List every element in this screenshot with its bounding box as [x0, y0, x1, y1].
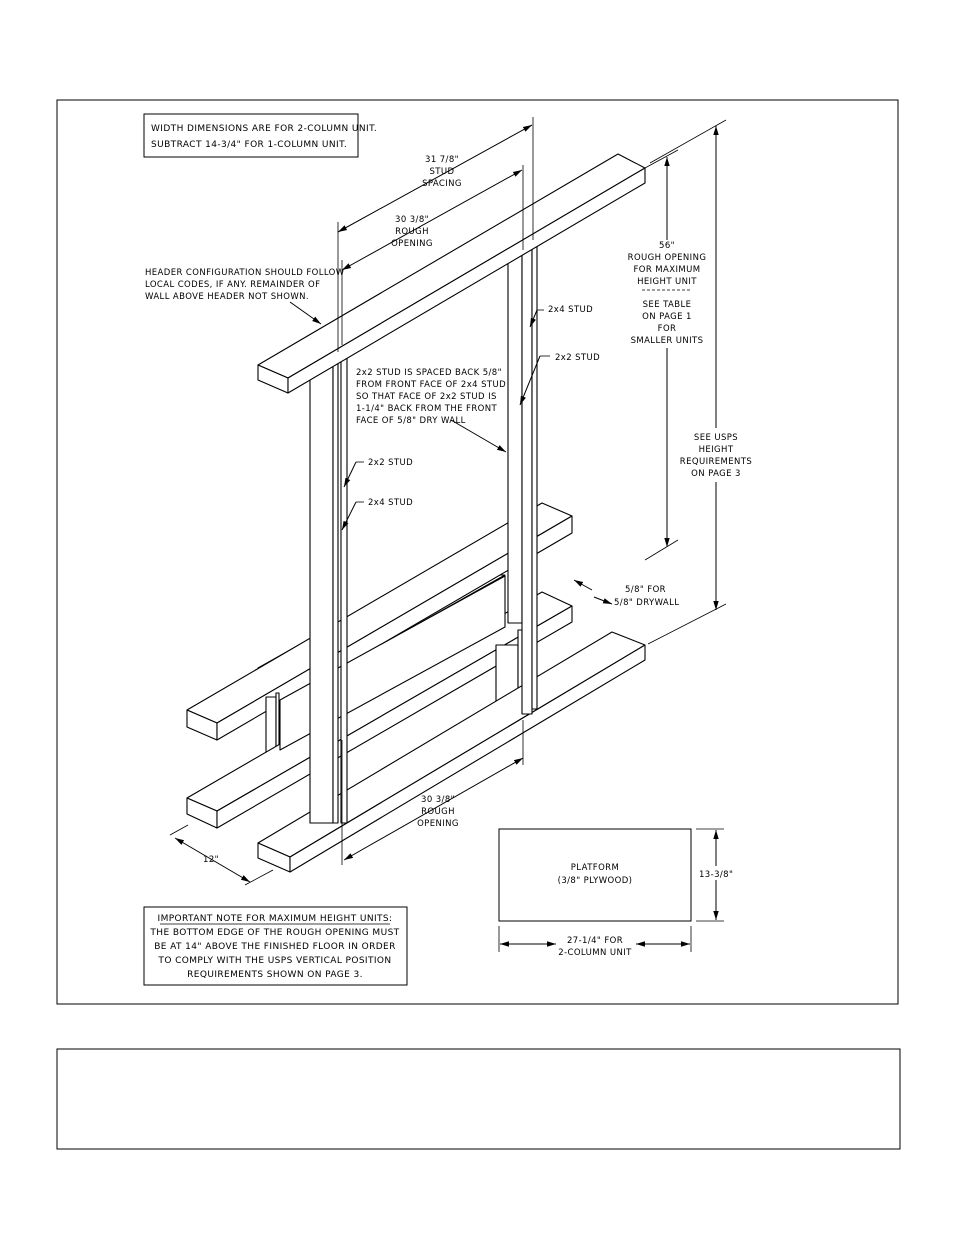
width-note-line-1: WIDTH DIMENSIONS ARE FOR 2-COLUMN UNIT. — [151, 124, 377, 134]
dim-drywall-2: 5/8" DRYWALL — [614, 598, 679, 608]
see-table-2: ON PAGE 1 — [642, 312, 692, 322]
stud-note-line-2: FROM FRONT FACE OF 2x4 STUD — [356, 380, 506, 390]
dim-rough-top-3: OPENING — [391, 239, 433, 249]
dim-stud-spacing-1: 31 7/8" — [425, 155, 459, 165]
important-note-line-3: BE AT 14" ABOVE THE FINISHED FLOOR IN OR… — [154, 942, 396, 952]
important-note-line-5: REQUIREMENTS SHOWN ON PAGE 3. — [187, 970, 363, 980]
important-note-box — [143, 906, 408, 986]
platform-label-2: (3/8" PLYWOOD) — [558, 876, 633, 886]
right-2x2-stud — [507, 249, 523, 624]
dim-height-1: 56" — [659, 241, 675, 251]
dim-stud-spacing-3: SPACING — [422, 179, 462, 189]
label-2x2-stud-left: 2x2 STUD — [368, 458, 413, 468]
stud-note-line-3: SO THAT FACE OF 2x2 STUD IS — [356, 392, 497, 402]
left-2x4-stud — [309, 354, 339, 824]
right-2x4-stud — [521, 233, 538, 715]
label-2x2-stud-right: 2x2 STUD — [555, 353, 600, 363]
dim-platform-width-1: 27-1/4" FOR — [567, 936, 623, 946]
see-usps-2: HEIGHT — [699, 445, 734, 455]
dim-rough-bottom-1: 30 3/8" — [421, 795, 455, 805]
dim-rough-bottom-3: OPENING — [417, 819, 459, 829]
important-note-line-2: THE BOTTOM EDGE OF THE ROUGH OPENING MUS… — [149, 928, 399, 938]
header-note-line-1: HEADER CONFIGURATION SHOULD FOLLOW — [145, 268, 345, 278]
see-table-4: SMALLER UNITS — [631, 336, 704, 346]
see-usps-4: ON PAGE 3 — [691, 469, 741, 479]
back-bottom-plate — [186, 502, 573, 741]
stud-note-line-4: 1-1/4" BACK FROM THE FRONT — [356, 404, 497, 414]
see-table-3: FOR — [658, 324, 677, 334]
see-table-1: SEE TABLE — [643, 300, 692, 310]
width-note-box — [143, 113, 359, 158]
dim-height-4: HEIGHT UNIT — [637, 277, 697, 287]
width-note-line-2: SUBTRACT 14-3/4" FOR 1-COLUMN UNIT. — [151, 140, 347, 150]
dim-platform-height: 13-3/8" — [699, 870, 733, 880]
label-2x4-stud-left: 2x4 STUD — [368, 498, 413, 508]
drawing-border — [56, 99, 899, 1005]
dim-stud-spacing-2: STUD — [430, 167, 455, 177]
important-note-line-1: IMPORTANT NOTE FOR MAXIMUM HEIGHT UNITS: — [158, 914, 393, 924]
footer-box — [56, 1048, 901, 1150]
dim-rough-bottom-2: ROUGH — [421, 807, 455, 817]
platform-detail-box — [498, 828, 692, 922]
dim-platform-width-2: 2-COLUMN UNIT — [558, 948, 632, 958]
label-2x4-stud-right: 2x4 STUD — [548, 305, 593, 315]
see-usps-3: REQUIREMENTS — [680, 457, 752, 467]
dim-rough-top-2: ROUGH — [395, 227, 429, 237]
dim-drywall-1: 5/8" FOR — [625, 585, 666, 595]
stud-note-line-1: 2x2 STUD IS SPACED BACK 5/8" — [356, 368, 502, 378]
dim-depth: 12" — [203, 855, 219, 865]
header-note-line-2: LOCAL CODES, IF ANY. REMAINDER OF — [145, 280, 320, 290]
see-usps-1: SEE USPS — [694, 433, 738, 443]
dim-height-2: ROUGH OPENING — [628, 253, 707, 263]
dim-height-3: FOR MAXIMUM — [634, 265, 701, 275]
dim-rough-top-1: 30 3/8" — [395, 215, 429, 225]
platform-label-1: PLATFORM — [571, 863, 619, 873]
stud-note-line-5: FACE OF 5/8" DRY WALL — [356, 416, 466, 426]
important-note-line-4: TO COMPLY WITH THE USPS VERTICAL POSITIO… — [157, 956, 391, 966]
header-note-line-3: WALL ABOVE HEADER NOT SHOWN. — [145, 292, 309, 302]
